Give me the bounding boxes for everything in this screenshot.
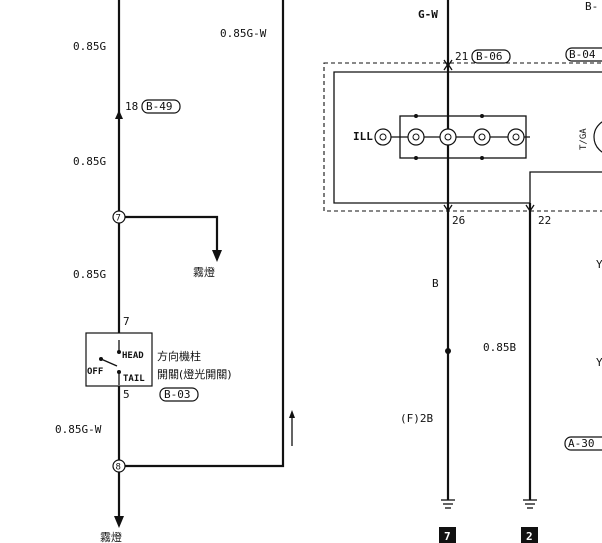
connector-b06-badge	[471, 49, 511, 64]
wire-junction	[445, 348, 451, 354]
flow-arrow-icon	[289, 410, 295, 418]
cluster-dashed-boundary	[323, 62, 602, 212]
lamp-3	[439, 128, 457, 146]
connector-b49-badge	[141, 99, 181, 114]
pin-22-marker	[525, 204, 535, 213]
switch-tail-label: TAIL	[123, 374, 145, 384]
fog-lamp-label-1: 霧燈	[193, 265, 215, 279]
gauge-partial	[593, 121, 602, 153]
wire-label-3: 0.85G	[73, 268, 106, 281]
pin-21-marker-2	[443, 62, 453, 71]
pin-21: 21	[455, 50, 468, 63]
connector-b04: B-04	[569, 48, 596, 61]
connector-a30-badge	[564, 436, 602, 451]
connector-b49: B-49	[146, 100, 173, 113]
lamp-4	[473, 128, 491, 146]
lamp-1	[374, 128, 392, 146]
wire-branch-fog	[119, 215, 219, 252]
pin-22: 22	[538, 214, 551, 227]
pin-7: 7	[123, 315, 130, 328]
wire-label-2: 0.85G	[73, 155, 106, 168]
switch-head-label: HEAD	[122, 351, 144, 361]
splice-7	[112, 210, 126, 224]
wire-label-y2: Y	[596, 356, 602, 369]
lamp-5	[507, 128, 525, 146]
ground-7-badge	[439, 527, 456, 543]
switch-name-line2: 開關(燈光開關)	[157, 367, 232, 381]
switch-name-line1: 方向機柱	[157, 349, 201, 363]
wire-return	[119, 0, 285, 468]
wire-label-tga: T/GA	[579, 128, 589, 150]
ill-label: ILL	[353, 130, 373, 143]
wire-label-gw: G-W	[418, 8, 438, 21]
connector-b06: B-06	[476, 50, 503, 63]
connector-b03: B-03	[164, 388, 191, 401]
splice-7-label: 7	[116, 214, 121, 224]
wire-label-1: 0.85G	[73, 40, 106, 53]
ground-symbol-2	[523, 499, 537, 509]
cluster-inner-right	[529, 171, 602, 203]
pin-26-marker	[443, 204, 453, 213]
splice-8	[112, 459, 126, 473]
lamp-2	[407, 128, 425, 146]
connector-b03-badge	[159, 387, 199, 402]
cluster-inner-frame	[333, 71, 602, 204]
left-circuit: 7 8 HEAD OFF TAIL 0.85G 0.85G 0.85G 0.85…	[55, 0, 295, 543]
pin-18: 18	[125, 100, 138, 113]
wire-label-b-top: B-	[585, 0, 598, 13]
connector-a30: A-30	[568, 437, 595, 450]
fog-arrow-bottom-icon	[114, 516, 124, 528]
ground-7-label: 7	[444, 530, 451, 543]
switch-off-label: OFF	[87, 367, 103, 377]
wire-label-y1: Y	[596, 258, 602, 271]
fog-arrow-icon	[212, 250, 222, 262]
pin-5: 5	[123, 388, 130, 401]
lamp-group-frame	[399, 115, 527, 159]
wire-label-4: 0.85G-W	[55, 423, 102, 436]
pin-26: 26	[452, 214, 465, 227]
ground-symbol-7	[441, 499, 455, 509]
ground-2-label: 2	[526, 530, 533, 543]
connector-b04-badge	[565, 47, 602, 62]
connector-f2b-label: (F)2B	[400, 412, 433, 425]
pin-21-marker	[443, 59, 453, 68]
fog-lamp-label-2: 霧燈	[100, 530, 122, 543]
wire-label-5: 0.85G-W	[220, 27, 267, 40]
switch-lever	[100, 358, 118, 367]
splice-8-label: 8	[116, 463, 121, 473]
arrow-up-marker	[115, 110, 123, 119]
right-circuit: 7 2 G-W B 0.85B B- Y Y T/GA (F)2B ILL 21…	[323, 0, 602, 543]
wire-label-b: B	[432, 277, 439, 290]
wire-label-085b: 0.85B	[483, 341, 516, 354]
ground-2-badge	[521, 527, 538, 543]
